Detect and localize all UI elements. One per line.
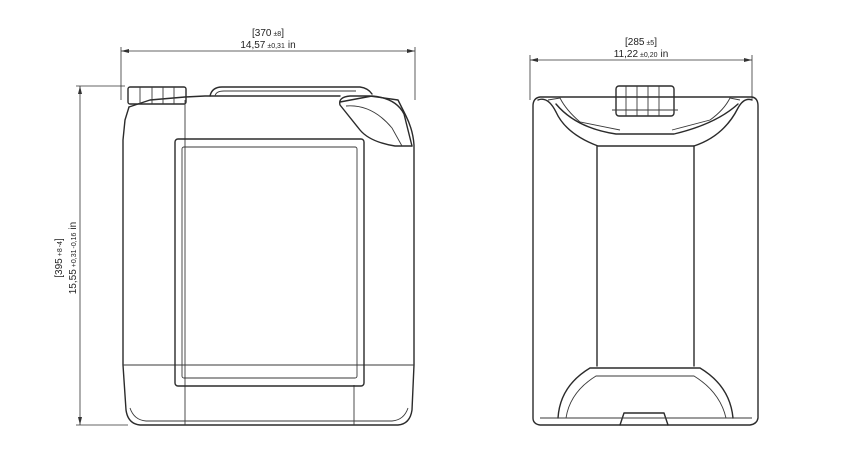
- side-view-canister: [532, 85, 759, 426]
- side-cap: [615, 85, 675, 117]
- label-panel-outer: [174, 138, 365, 387]
- height-label: [395+8-4]: [54, 238, 65, 278]
- cap: [127, 86, 187, 105]
- label-panel-inner: [181, 146, 358, 379]
- front-view-canister: [122, 86, 415, 426]
- height-label-inches: 15,55+0,31-0,16in: [68, 222, 79, 295]
- height-dimension: [395+8-4] 15,55+0,31-0,16in: [54, 85, 128, 426]
- width-label: [370±8]: [252, 28, 284, 39]
- depth-label: [285±5]: [625, 37, 657, 48]
